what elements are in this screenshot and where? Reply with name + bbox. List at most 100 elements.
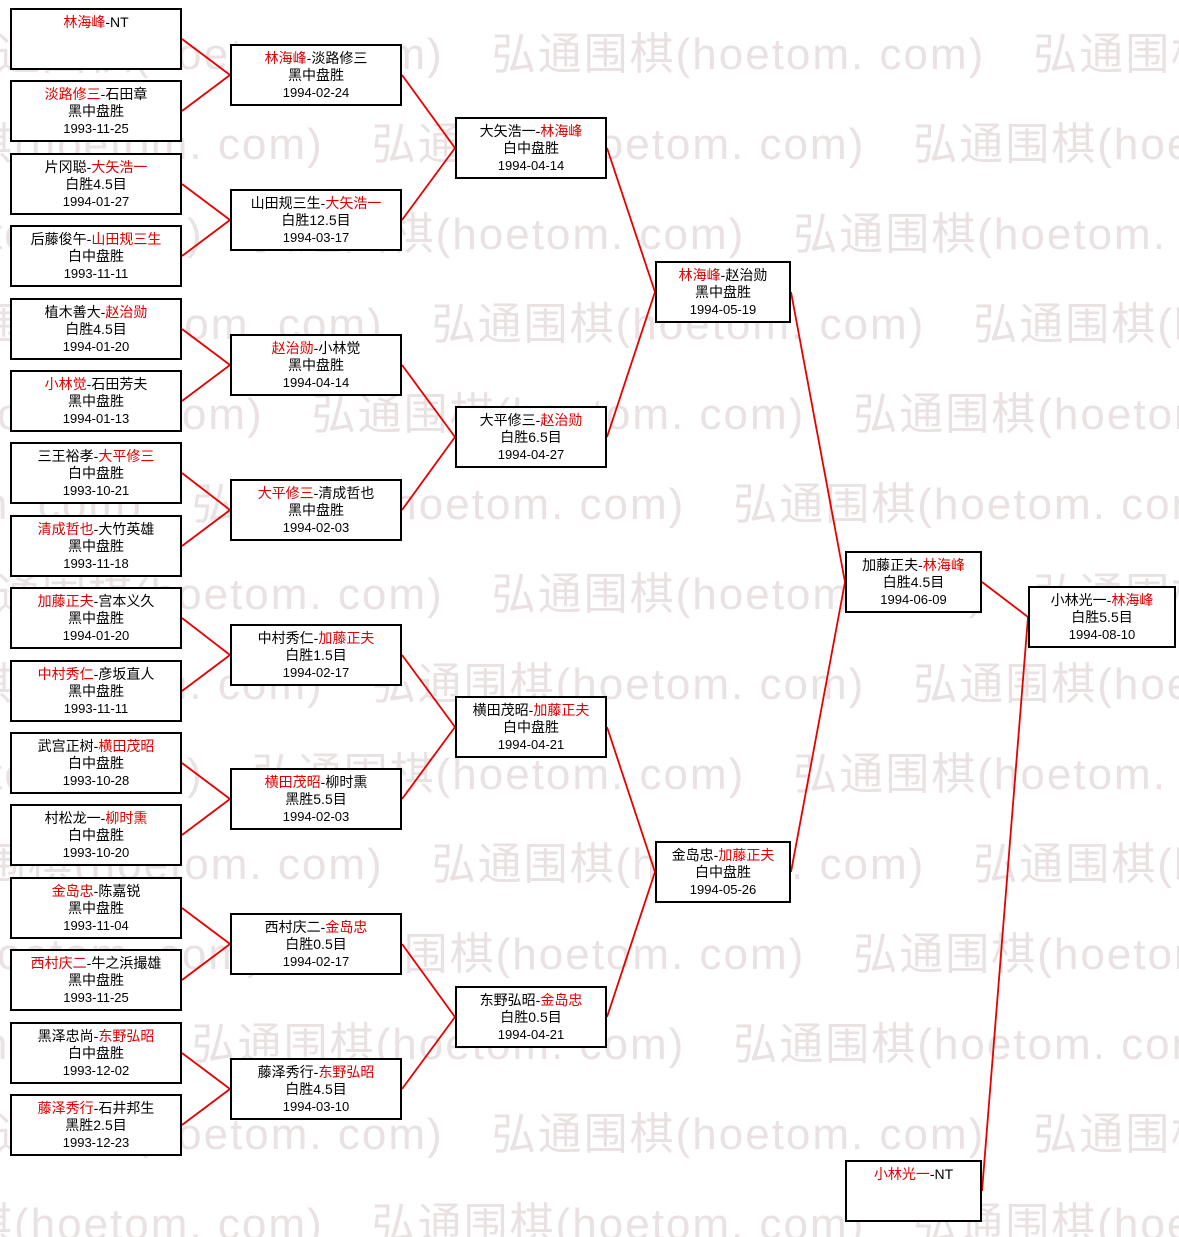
players-separator: - — [100, 303, 106, 320]
connector-line — [181, 219, 231, 257]
player1-name: 小林觉 — [44, 375, 87, 392]
match-result: 黑中盘胜 — [68, 392, 124, 409]
connector-line — [401, 726, 456, 800]
player2-name: 赵治勋 — [105, 303, 148, 320]
connector-line — [181, 654, 231, 692]
match-players: 村松龙一-柳时熏 — [45, 810, 148, 827]
watermark-text: 弘通围棋(hoetom. com) — [733, 480, 1179, 529]
match-box-round-1-1[interactable]: 林海峰-NT — [10, 8, 182, 70]
player2-name: 横田茂昭 — [98, 737, 155, 754]
match-date: 1994-05-19 — [689, 301, 757, 317]
player2-name: 大矢浩一 — [91, 158, 148, 175]
connector-line — [181, 762, 231, 800]
player1-name: 林海峰 — [678, 266, 721, 283]
match-date: 1994-04-14 — [282, 374, 350, 390]
match-result: 白中盘胜 — [503, 139, 559, 156]
players-separator: - — [100, 85, 106, 102]
connector-line — [181, 617, 231, 656]
match-result: 白胜6.5目 — [500, 428, 562, 445]
connector-line — [401, 147, 456, 221]
watermark-text: 弘通围棋(hoetom. com) — [1033, 30, 1179, 79]
player1-name: 大矢浩一 — [479, 122, 536, 139]
match-players: 加藤正夫-宫本义久 — [38, 593, 155, 610]
players-separator: - — [86, 954, 92, 971]
watermark-text: 弘通围棋(hoetom. com) — [1033, 1110, 1179, 1159]
watermark-text: 弘通围棋(hoetom. com) — [491, 1110, 986, 1159]
match-date: 1994-02-17 — [282, 953, 350, 969]
match-players: 金岛忠-加藤正夫 — [672, 847, 775, 864]
match-date: 1993-12-23 — [62, 1134, 130, 1150]
match-result: 黑中盘胜 — [288, 66, 344, 83]
players-separator: - — [313, 484, 319, 501]
players-separator: - — [313, 339, 319, 356]
player2-name: 柳时熏 — [325, 773, 368, 790]
connector-line — [606, 871, 656, 1018]
match-result: 白胜4.5目 — [65, 320, 127, 337]
player2-name: 加藤正夫 — [318, 629, 375, 646]
players-separator: - — [93, 447, 99, 464]
match-result: 白胜4.5目 — [882, 573, 945, 590]
connector-line — [401, 436, 456, 511]
player1-name: 横田茂昭 — [264, 773, 321, 790]
match-box-seed[interactable]: 小林光一-NT — [845, 1160, 982, 1222]
match-result: 白胜0.5目 — [285, 935, 347, 952]
player2-name: 大平修三 — [98, 447, 155, 464]
match-date: 1994-02-03 — [282, 519, 350, 535]
match-date: 1993-12-02 — [62, 1062, 130, 1078]
match-date: 1994-01-27 — [62, 193, 130, 209]
match-players: 清成哲也-大竹英雄 — [38, 521, 155, 538]
connector-line — [401, 1016, 456, 1090]
player1-name: 淡路修三 — [44, 85, 101, 102]
match-result: 黑中盘胜 — [68, 971, 124, 988]
watermark-text: 弘通围棋(hoetom. com) — [853, 390, 1179, 439]
player2-name: 石田芳夫 — [91, 375, 148, 392]
connector-line — [181, 1088, 231, 1126]
player1-name: 后藤俊午 — [30, 230, 87, 247]
connector-line — [181, 472, 231, 511]
match-result: 黑中盘胜 — [68, 899, 124, 916]
players-separator: - — [86, 230, 92, 247]
match-players: 三王裕孝-大平修三 — [38, 448, 155, 465]
watermark-text: 弘通围棋(hoetom. com) — [371, 660, 866, 709]
match-players: 大平修三-清成哲也 — [258, 485, 375, 502]
player1-name: 山田规三生 — [250, 194, 321, 211]
player1-name: 藤泽秀行 — [37, 1099, 94, 1116]
watermark-text: 弘通围棋(hoetom. com) — [853, 930, 1179, 979]
connector-line — [181, 1052, 231, 1090]
connector-line — [790, 291, 846, 583]
players-separator: - — [320, 918, 326, 935]
